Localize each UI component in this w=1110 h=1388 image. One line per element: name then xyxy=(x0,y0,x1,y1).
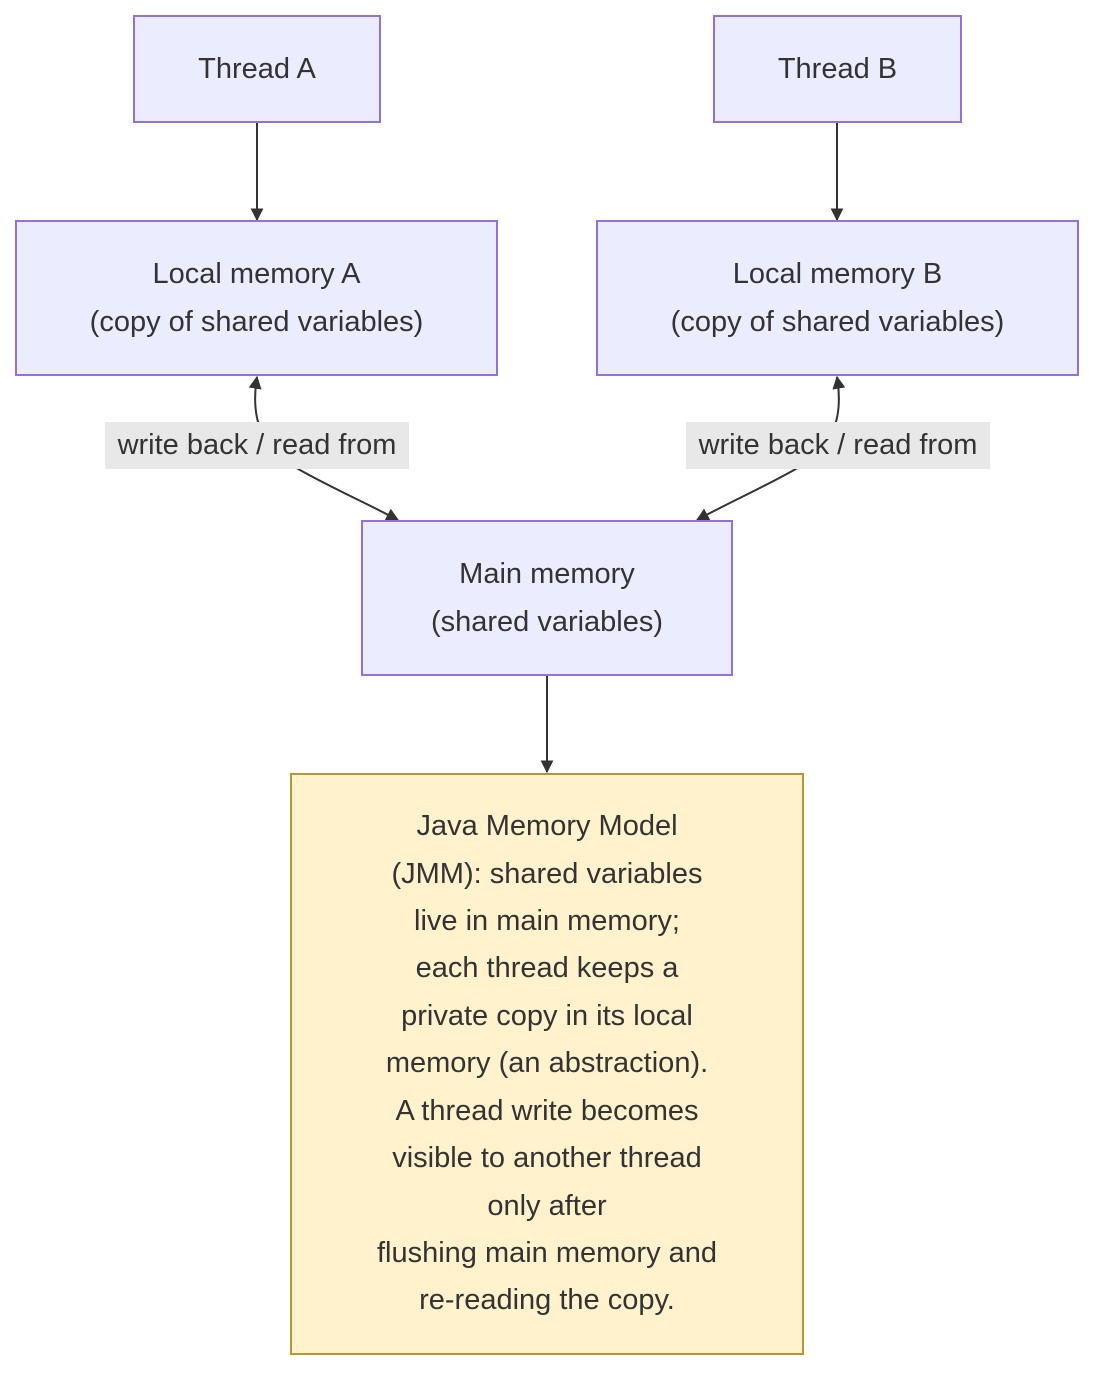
jmm-note-line: re-reading the copy. xyxy=(419,1284,675,1317)
edge-label-local-a-main: write back / read from xyxy=(105,422,409,469)
jmm-note-line: (JMM): shared variables xyxy=(391,857,703,890)
thread-b-node: Thread B xyxy=(713,15,962,123)
local-memory-b-title: Local memory B xyxy=(732,258,943,290)
local-memory-b-subtitle: (copy of shared variables) xyxy=(670,306,1005,338)
edge-label-local-b-main: write back / read from xyxy=(686,422,990,469)
jmm-note-line: memory (an abstraction). xyxy=(385,1047,709,1080)
jmm-note-line: visible to another thread xyxy=(392,1142,702,1175)
thread-a-label: Thread A xyxy=(198,53,316,85)
jmm-note-line: flushing main memory and xyxy=(376,1236,718,1269)
local-memory-b-node: Local memory B (copy of shared variables… xyxy=(596,220,1079,376)
jmm-note-line: each thread keeps a xyxy=(415,952,679,985)
jmm-note-line: Java Memory Model xyxy=(416,810,678,843)
local-memory-a-title: Local memory A xyxy=(152,258,361,290)
edge-local-b-main xyxy=(695,375,846,521)
main-memory-title: Main memory xyxy=(459,558,635,590)
thread-b-label: Thread B xyxy=(777,53,898,85)
local-memory-a-node: Local memory A (copy of shared variables… xyxy=(15,220,498,376)
edge-local-a-main xyxy=(248,375,400,521)
main-memory-node: Main memory (shared variables) xyxy=(361,520,733,676)
jmm-note-line: private copy in its local xyxy=(401,999,693,1032)
main-memory-subtitle: (shared variables) xyxy=(430,606,664,638)
jmm-note-line: only after xyxy=(487,1189,607,1222)
jmm-note-line: A thread write becomes xyxy=(395,1094,699,1127)
thread-a-node: Thread A xyxy=(133,15,381,123)
jmm-note: Java Memory Model (JMM): shared variable… xyxy=(290,773,804,1355)
local-memory-a-subtitle: (copy of shared variables) xyxy=(89,306,424,338)
jmm-note-line: live in main memory; xyxy=(414,905,680,938)
